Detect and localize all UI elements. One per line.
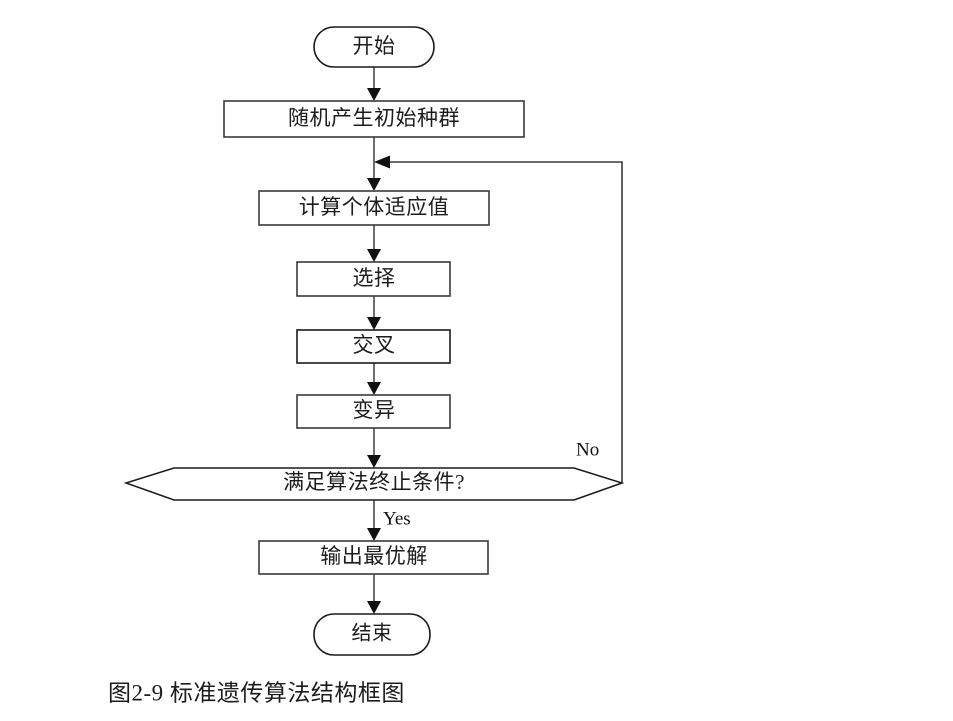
- node-mutation[interactable]: 变异: [296, 394, 451, 429]
- edge-selection-to-crossover: [367, 296, 381, 330]
- edge-output-to-end: [367, 574, 381, 614]
- node-output[interactable]: 输出最优解: [258, 540, 489, 575]
- node-mutation-shape: [296, 394, 451, 429]
- node-fitness-shape: [258, 190, 490, 226]
- node-decision-label: 满足算法终止条件?: [283, 470, 465, 494]
- node-decision[interactable]: 满足算法终止条件?: [123, 467, 625, 501]
- node-selection[interactable]: 选择: [296, 261, 451, 297]
- node-selection-shape: [296, 261, 451, 297]
- edge-mutation-to-decision: [367, 428, 381, 468]
- node-end-shape: [313, 613, 431, 656]
- node-start-shape: [313, 26, 435, 68]
- node-fitness-label: 计算个体适应值: [299, 195, 450, 219]
- edge-decision-yes-to-output: [367, 500, 381, 541]
- figure-caption: 图2-9 标准遗传算法结构框图: [108, 680, 405, 705]
- node-fitness[interactable]: 计算个体适应值: [258, 190, 490, 226]
- node-crossover[interactable]: 交叉: [296, 329, 451, 364]
- node-end[interactable]: 结束: [313, 613, 431, 656]
- node-output-label: 输出最优解: [320, 544, 428, 568]
- node-init-shape: [223, 100, 525, 138]
- node-selection-label: 选择: [353, 266, 396, 290]
- branch-label-yes: Yes: [383, 508, 411, 529]
- edge-fitness-to-selection: [367, 225, 381, 262]
- edge-crossover-to-mutation: [367, 363, 381, 395]
- edge-start-to-init: [367, 67, 381, 101]
- node-start[interactable]: 开始: [313, 26, 435, 68]
- node-end-label: 结束: [352, 622, 393, 645]
- node-init-label: 随机产生初始种群: [288, 106, 460, 130]
- node-crossover-label: 交叉: [353, 333, 396, 357]
- node-crossover-shape: [296, 329, 451, 364]
- node-init[interactable]: 随机产生初始种群: [223, 100, 525, 138]
- branch-label-no: No: [576, 439, 599, 460]
- node-start-label: 开始: [353, 34, 396, 58]
- node-output-shape: [258, 540, 489, 575]
- node-decision-shape: [123, 467, 625, 501]
- node-mutation-label: 变异: [353, 398, 396, 422]
- edge-decision-no-feedback: [374, 155, 623, 483]
- edge-init-to-fitness: [367, 137, 381, 191]
